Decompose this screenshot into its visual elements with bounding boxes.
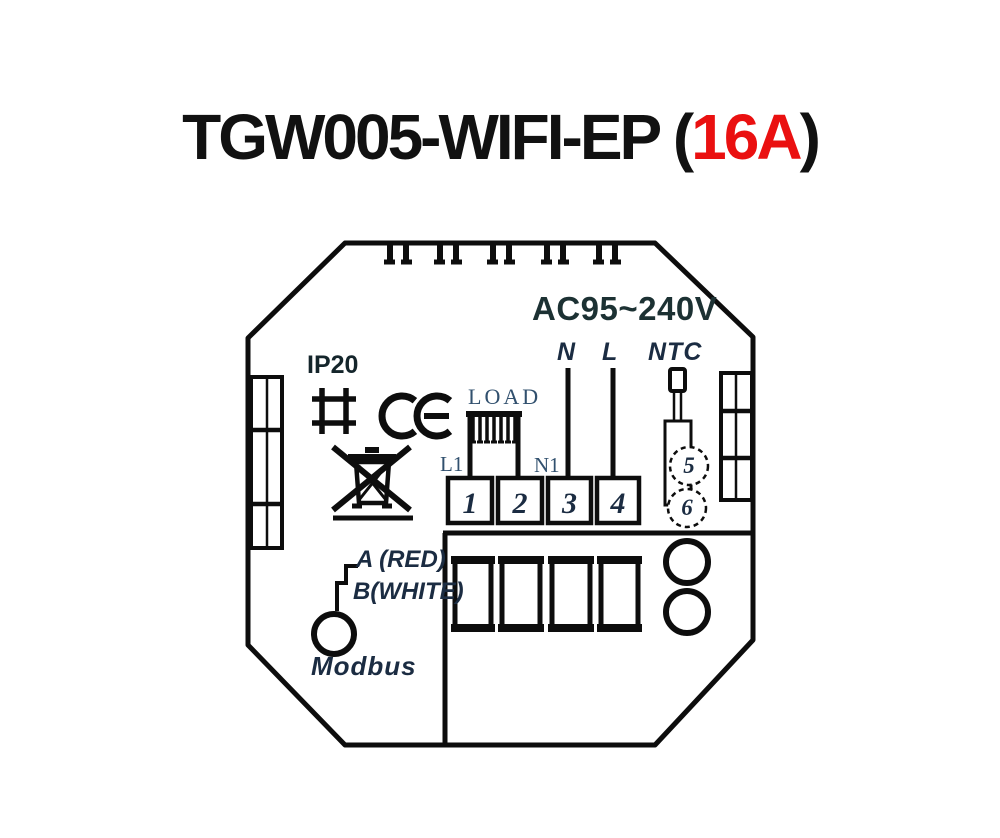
n1-wire-label: N1 xyxy=(534,453,560,477)
cover-screw-top xyxy=(663,538,711,586)
sensor-terminal-6-label: 6 xyxy=(681,495,693,520)
modbus-connector xyxy=(311,611,357,657)
wiring-cover xyxy=(442,530,751,743)
power-rating-label: AC95~240V xyxy=(532,290,718,327)
ntc-sensor-label: NTC xyxy=(648,338,703,366)
sensor-terminal-5-label: 5 xyxy=(683,453,695,478)
right-mounting-wing xyxy=(719,371,754,502)
neutral-wire-label: N xyxy=(557,338,576,366)
sensor-terminal-5-circle xyxy=(668,445,710,487)
terminal-strip xyxy=(445,475,642,526)
l1-wire-label: L1 xyxy=(440,452,464,476)
terminal-box-3 xyxy=(545,475,594,526)
grid-square-icon xyxy=(312,388,356,434)
screw-terminal-openings xyxy=(451,556,642,632)
title-current-rating: 16A xyxy=(691,100,802,173)
modbus-label: Modbus xyxy=(311,651,417,681)
weee-crossed-bin-icon xyxy=(331,444,413,521)
modbus-b-label: B(WHITE) xyxy=(353,578,464,605)
modbus-bracket xyxy=(335,564,358,611)
terminal-4-label: 4 xyxy=(610,487,626,520)
cover-screw-bottom xyxy=(663,588,711,636)
terminal-box-2 xyxy=(495,475,545,526)
modbus-a-label: A (RED) xyxy=(356,546,446,573)
title-close: ) xyxy=(799,100,821,173)
live-wire-label: L xyxy=(602,338,618,366)
terminal-box-1 xyxy=(445,475,495,526)
load-label: LOAD xyxy=(468,384,542,409)
load-element xyxy=(466,411,522,487)
terminal-3-label: 3 xyxy=(562,487,577,520)
mounting-clips xyxy=(384,245,621,265)
terminal-box-4 xyxy=(594,475,642,526)
terminal-2-label: 2 xyxy=(512,487,528,520)
terminal-1-label: 1 xyxy=(462,487,478,520)
title-model: TGW005-WIFI-EP ( xyxy=(182,100,694,173)
page-title: TGW005-WIFI-EP (16A) xyxy=(0,105,1000,169)
ip-rating-label: IP20 xyxy=(307,351,359,379)
sensor-terminal-6-circle xyxy=(666,487,708,529)
left-mounting-wing xyxy=(249,375,284,550)
ce-mark-icon xyxy=(378,392,453,440)
